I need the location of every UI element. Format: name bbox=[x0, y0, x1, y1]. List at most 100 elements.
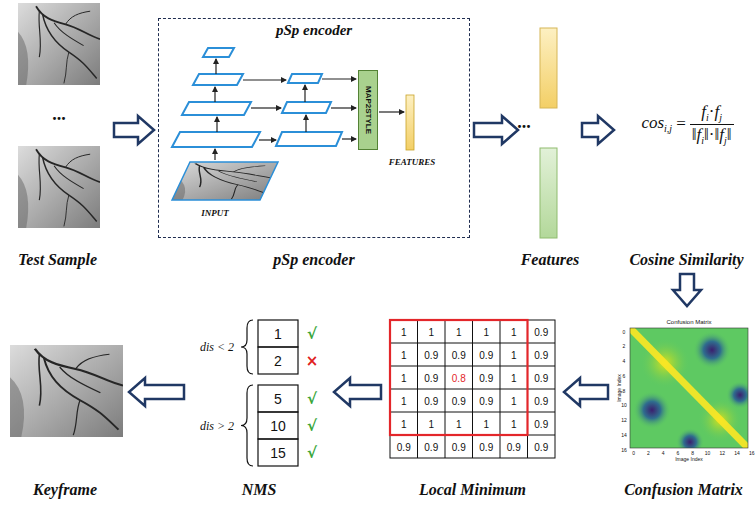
heatmap-patch bbox=[676, 428, 704, 448]
axis-label: Image Index bbox=[675, 456, 703, 462]
matrix-cell: 0.9 bbox=[424, 441, 438, 452]
denominator: ‖fi‖·‖fj‖ bbox=[690, 124, 734, 147]
tick-label: 8 bbox=[623, 388, 626, 394]
list-box bbox=[258, 320, 298, 347]
matrix-cell: 1 bbox=[511, 326, 517, 337]
check-mark: √ bbox=[307, 390, 317, 408]
arrow bbox=[243, 79, 286, 80]
dashed-outline bbox=[158, 18, 470, 238]
formula-symbol: ‖ bbox=[692, 125, 697, 144]
matrix-cell: 0.8 bbox=[452, 372, 466, 383]
matrix-cell: 0.9 bbox=[534, 326, 548, 337]
list-box bbox=[258, 347, 298, 374]
matrix-cell: 1 bbox=[511, 372, 517, 383]
matrix-cell: 1 bbox=[401, 395, 407, 406]
list-cell: 5 bbox=[274, 391, 282, 407]
arrow bbox=[304, 85, 305, 102]
grid-lines bbox=[390, 320, 555, 458]
matrix-cell: 0.9 bbox=[507, 441, 521, 452]
arrow bbox=[305, 115, 306, 132]
numerator: fi·fj bbox=[690, 102, 734, 124]
heatmap-patch bbox=[726, 381, 748, 409]
list-cell: 10 bbox=[270, 418, 286, 434]
matrix-cell: 1 bbox=[456, 326, 462, 337]
tick-label: 2 bbox=[623, 343, 626, 349]
formula-symbol: · bbox=[709, 102, 715, 121]
matrix-cell: 1 bbox=[428, 418, 434, 429]
tick-label: 8 bbox=[691, 450, 694, 456]
candidate-list bbox=[241, 320, 298, 466]
arrow bbox=[215, 59, 216, 74]
block-title: pSp encoder bbox=[158, 21, 470, 39]
matrix-cell: 1 bbox=[511, 395, 517, 406]
matrix-cell: 1 bbox=[456, 418, 462, 429]
formula-symbol: i,j bbox=[664, 123, 672, 134]
map2style-box: MAP2STYLE bbox=[358, 70, 378, 150]
matrix-grid bbox=[390, 320, 555, 458]
formula-symbol: ‖ bbox=[727, 125, 732, 144]
feature-vector bbox=[540, 28, 557, 108]
formula-eq: = bbox=[676, 114, 686, 134]
feature-map bbox=[276, 132, 342, 146]
matrix-cell: 0.9 bbox=[397, 441, 411, 452]
block-arrow bbox=[114, 116, 154, 144]
encoder-arrows bbox=[215, 59, 404, 160]
style-vector bbox=[406, 95, 414, 150]
feature-map bbox=[288, 74, 322, 83]
arrow bbox=[322, 78, 356, 79]
formula-symbol: i bbox=[701, 135, 704, 146]
matrix-cell: 0.9 bbox=[534, 372, 548, 383]
tick-label: 6 bbox=[623, 373, 626, 379]
input-stage: Test Sample bbox=[5, 0, 110, 270]
condition-label: dis < 2 bbox=[200, 340, 234, 355]
matrix-cell: 0.9 bbox=[534, 349, 548, 360]
formula-symbol: f bbox=[715, 102, 720, 121]
window-outline bbox=[390, 320, 528, 435]
angiogram-image bbox=[18, 146, 100, 228]
minimum-stage: Local Minimum bbox=[385, 310, 560, 500]
angiogram-image bbox=[172, 162, 278, 200]
tick-label: 14 bbox=[621, 432, 627, 438]
list-cell: 2 bbox=[274, 353, 282, 369]
heatmap-frame bbox=[630, 328, 748, 448]
tick-label: 16 bbox=[621, 447, 627, 453]
check-mark: √ bbox=[307, 444, 317, 462]
similarity-stage: Cosine Similarity bbox=[618, 90, 755, 270]
check-mark: √ bbox=[307, 417, 317, 435]
stage-caption: NMS bbox=[242, 480, 277, 500]
features-label: FEATURES bbox=[389, 157, 436, 167]
arrow bbox=[342, 138, 356, 139]
input-label: INPUT bbox=[201, 208, 229, 218]
stage-caption: Test Sample bbox=[18, 250, 97, 270]
stage-caption: Cosine Similarity bbox=[629, 250, 743, 270]
tick-label: 4 bbox=[623, 358, 626, 364]
tick-label: 6 bbox=[677, 450, 680, 456]
feature-map bbox=[282, 102, 331, 113]
stage-caption: Keyframe bbox=[33, 480, 97, 500]
block-arrow bbox=[334, 378, 381, 406]
angiogram-image bbox=[18, 3, 100, 85]
curly-bracket bbox=[241, 320, 253, 374]
block-arrow bbox=[673, 274, 701, 306]
formula-symbol: f bbox=[719, 125, 724, 144]
matrix-cell: 1 bbox=[483, 418, 489, 429]
matrix-cell: 1 bbox=[401, 418, 407, 429]
matrix-cell: 0.9 bbox=[452, 395, 466, 406]
tick-label: 16 bbox=[749, 450, 755, 456]
feature-map bbox=[172, 132, 260, 147]
matrix-cell: 0.9 bbox=[534, 418, 548, 429]
input-frame bbox=[172, 162, 278, 200]
arrow bbox=[259, 139, 276, 140]
keyframe-stage: Keyframe bbox=[5, 340, 125, 500]
formula: cosi,j=fi·fj‖fi‖·‖fj‖ bbox=[620, 98, 755, 150]
matrix-cell: 1 bbox=[401, 349, 407, 360]
list-cell: 1 bbox=[274, 326, 282, 342]
tick-label: 4 bbox=[662, 450, 665, 456]
formula-symbol: j bbox=[724, 135, 727, 146]
matrix-cell: 0.9 bbox=[452, 441, 466, 452]
check-mark: √ bbox=[307, 325, 317, 343]
formula-symbol: · bbox=[709, 125, 715, 144]
tick-label: 2 bbox=[647, 450, 650, 456]
